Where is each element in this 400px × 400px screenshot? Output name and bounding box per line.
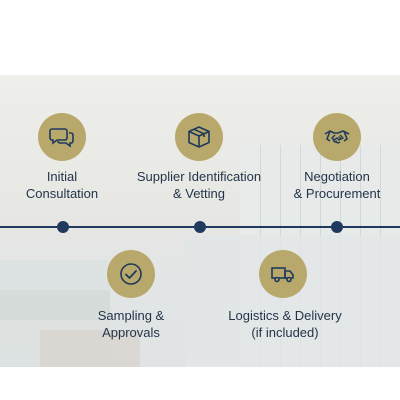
timeline-dot-1 [57,221,69,233]
step-supplier-identification-badge [175,113,223,161]
timeline-dot-3 [331,221,343,233]
handshake-icon [324,130,350,144]
step-sampling-badge [107,250,155,298]
timeline-dot-2 [194,221,206,233]
step-initial-consultation-label: Initial Consultation [25,169,99,201]
step-sampling-label: Sampling & Approvals [97,308,165,340]
box-icon [188,126,210,148]
step-logistics-badge [259,250,307,298]
background-container-left-band [0,290,110,320]
background-container-bottom [40,330,140,367]
step-initial-consultation-badge [38,113,86,161]
checkmark-circle-icon [120,263,142,285]
chat-bubbles-icon [49,128,74,148]
step-supplier-identification-label: Supplier Identification & Vetting [136,169,262,201]
step-negotiation-badge [313,113,361,161]
step-logistics-label: Logistics & Delivery (if included) [228,308,342,340]
truck-icon [271,267,294,283]
process-timeline-panel: Initial Consultation Supplier Identifica… [0,75,400,367]
step-negotiation-label: Negotiation & Procurement [293,169,381,201]
